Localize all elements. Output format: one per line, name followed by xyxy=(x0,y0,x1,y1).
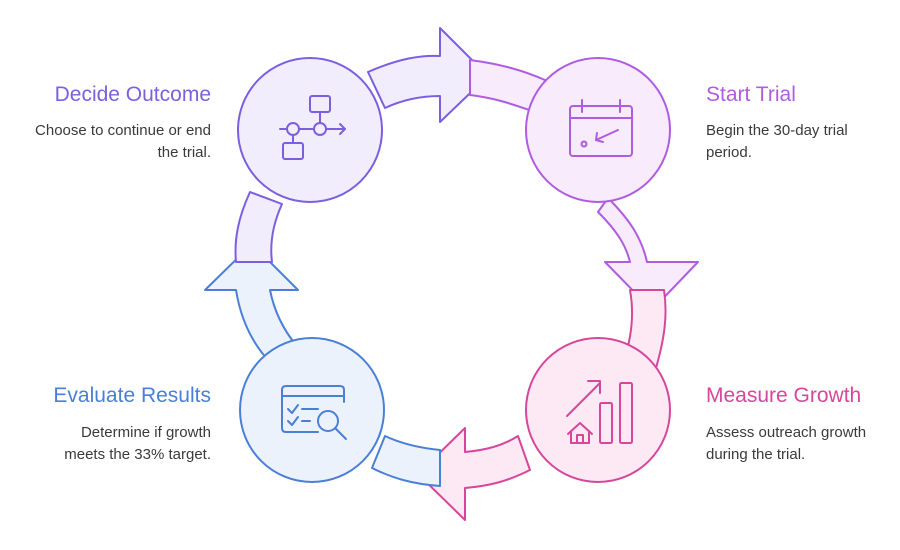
growth-chart-icon xyxy=(566,380,633,444)
description-line: during the trial. xyxy=(706,446,806,463)
arrow-evaluate-to-decide xyxy=(204,191,299,361)
evaluate-results-title: Evaluate Results xyxy=(53,384,211,407)
decide-outcome-title: Decide Outcome xyxy=(54,83,211,106)
description-line: the trial. xyxy=(157,144,211,161)
decide-outcome-description: Choose to continue or end the trial. xyxy=(35,120,211,164)
description-line: Begin the 30-day trial xyxy=(706,122,848,139)
measure-growth-title: Measure Growth xyxy=(706,384,862,407)
measure-growth-description: Assess outreach growth during the trial. xyxy=(706,422,866,466)
description-line: period. xyxy=(706,144,752,161)
start-trial-description: Begin the 30-day trial period. xyxy=(706,120,848,164)
search-report-icon xyxy=(281,385,347,440)
calendar-icon xyxy=(569,99,633,157)
decide-outcome-node xyxy=(237,57,383,203)
start-trial-title: Start Trial xyxy=(706,83,796,106)
start-trial-node xyxy=(525,57,671,203)
description-line: Assess outreach growth xyxy=(706,424,867,441)
description-line: Choose to continue or end xyxy=(35,122,211,139)
arrow-measure-to-evaluate xyxy=(371,427,531,521)
arrow-decide-to-start xyxy=(367,27,546,123)
evaluate-results-description: Determine if growth meets the 33% target… xyxy=(64,422,211,466)
flowchart-icon xyxy=(279,95,346,160)
description-line: Determine if growth xyxy=(80,424,211,441)
description-line: meets the 33% target. xyxy=(64,446,211,463)
evaluate-results-node xyxy=(239,337,385,483)
measure-growth-node xyxy=(525,337,671,483)
